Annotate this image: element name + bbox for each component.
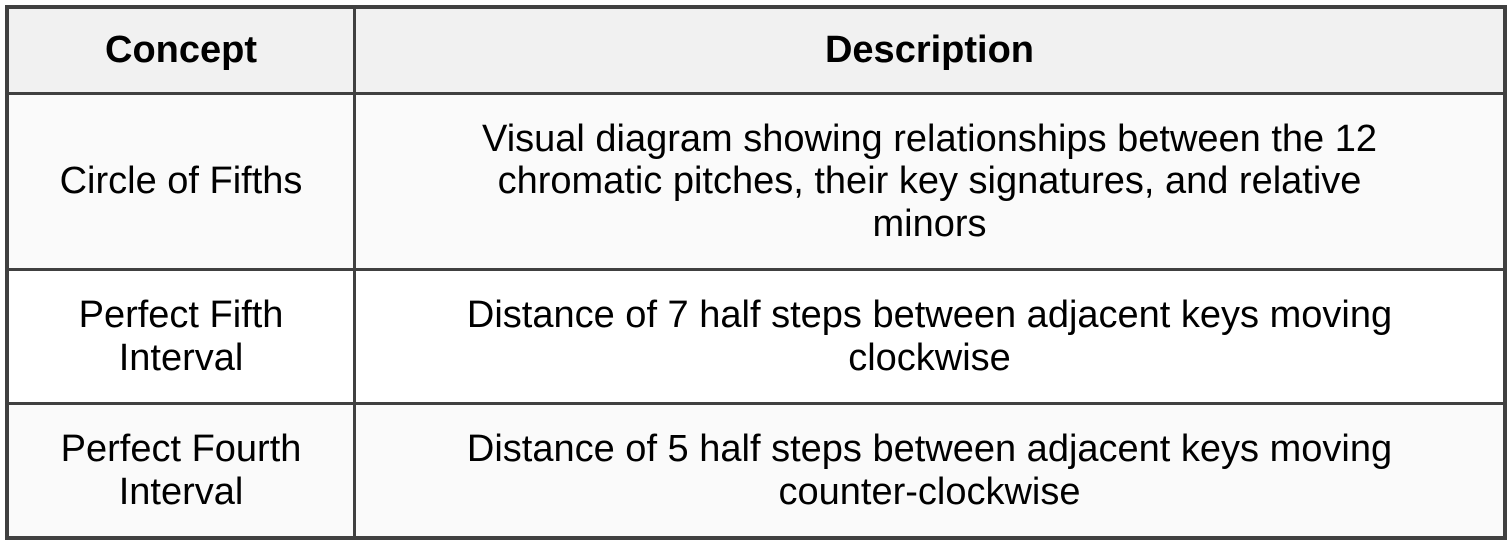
concepts-table: Concept Description Circle of Fifths Vis… [5, 5, 1507, 541]
description-cell: Distance of 5 half steps between adjacen… [353, 402, 1507, 540]
header-row: Concept Description [5, 5, 1507, 95]
concept-cell: Perfect Fifth Interval [5, 268, 357, 406]
table-row-perfect-fourth: Perfect Fourth Interval Distance of 5 ha… [5, 402, 1507, 540]
table-row-circle-of-fifths: Circle of Fifths Visual diagram showing … [5, 91, 1507, 272]
header-cell-description: Description [353, 5, 1507, 95]
header-cell-concept: Concept [5, 5, 357, 95]
table-row-perfect-fifth: Perfect Fifth Interval Distance of 7 hal… [5, 268, 1507, 406]
concept-cell: Perfect Fourth Interval [5, 402, 357, 540]
description-cell: Visual diagram showing relationships bet… [353, 91, 1507, 272]
concept-cell: Circle of Fifths [5, 91, 357, 272]
description-cell: Distance of 7 half steps between adjacen… [353, 268, 1507, 406]
